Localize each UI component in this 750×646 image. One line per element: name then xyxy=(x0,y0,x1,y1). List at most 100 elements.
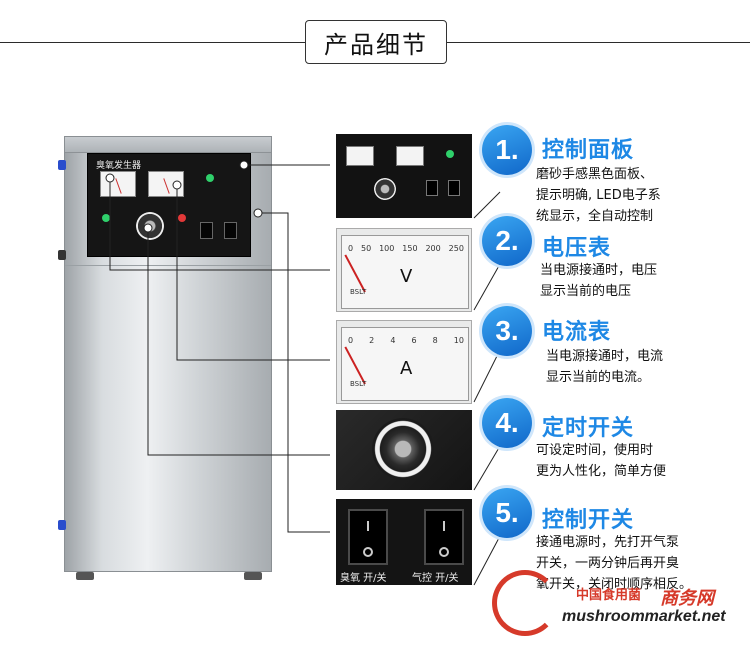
air-switch-label: 气控 开/关 xyxy=(412,573,459,584)
feature-desc-control-panel: 磨砂手感黑色面板、 提示明确, LED电子系 统显示，全自动控制 xyxy=(536,164,661,227)
machine-door-seam xyxy=(65,265,271,266)
detail-timer-image xyxy=(336,410,472,490)
ammeter-tick: 6 xyxy=(411,336,417,345)
feature-desc-line: 开关，一两分钟后再开臭 xyxy=(536,556,680,571)
voltmeter-unit: V xyxy=(400,266,413,287)
header-rule-left xyxy=(0,42,305,43)
machine-control-panel: 臭氧发生器 xyxy=(87,153,251,257)
ammeter-tick: 8 xyxy=(432,336,438,345)
feature-desc-line: 显示当前的电流。 xyxy=(546,370,651,385)
machine-ammeter xyxy=(148,171,184,197)
feature-title-switch: 控制开关 xyxy=(542,508,635,533)
feature-desc-line: 接通电源时，先打开气泵 xyxy=(536,535,680,550)
machine-foot-right xyxy=(244,572,262,580)
ammeter-brand: BSLT xyxy=(350,380,367,388)
feature-desc-line: 氧开关，关闭时顺序相反。 xyxy=(536,577,693,592)
machine-title: 臭氧发生器 xyxy=(96,161,142,171)
ammeter-tick: 10 xyxy=(453,336,464,345)
dot-panel xyxy=(239,160,249,170)
ammeter-needle xyxy=(344,346,366,385)
feature-number-3: 3. xyxy=(482,306,532,356)
feature-desc-ammeter: 当电源接通时，电流 显示当前的电流。 xyxy=(546,346,663,388)
header-rule-right xyxy=(447,42,750,43)
indicator-light-red xyxy=(178,214,186,222)
feature-number-4: 4. xyxy=(482,398,532,448)
dot-voltmeter xyxy=(105,173,115,183)
machine-top xyxy=(65,137,271,153)
feature-desc-line: 显示当前的电压 xyxy=(540,284,632,299)
ammeter-unit: A xyxy=(400,358,413,379)
feature-desc-line: 当电源接通时，电压 xyxy=(540,263,658,278)
switch-off-mark xyxy=(363,547,373,557)
panel-meter-left xyxy=(346,146,374,166)
panel-switch-left xyxy=(426,180,438,196)
ammeter-scale: 0 2 4 6 8 10 xyxy=(348,336,464,345)
side-port-2 xyxy=(58,250,66,260)
voltmeter-tick: 50 xyxy=(361,244,372,253)
ozone-switch xyxy=(348,509,388,565)
switch-on-mark xyxy=(367,521,369,531)
panel-switch-right xyxy=(448,180,460,196)
connector-num-2 xyxy=(473,263,501,311)
feature-desc-line: 统显示，全自动控制 xyxy=(536,209,654,224)
feature-number-1: 1. xyxy=(482,125,532,175)
connector-num-1 xyxy=(473,191,501,219)
connector-switch xyxy=(258,212,330,533)
connector-ammeter xyxy=(176,185,330,361)
connector-voltmeter xyxy=(109,178,330,271)
feature-number-5: 5. xyxy=(482,488,532,538)
air-control-switch xyxy=(424,509,464,565)
panel-light xyxy=(446,150,454,158)
dot-ammeter xyxy=(172,180,182,190)
detail-switch-image: 臭氧 开/关 气控 开/关 xyxy=(336,499,472,585)
voltmeter-tick: 250 xyxy=(448,244,464,253)
ozone-switch-label: 臭氧 开/关 xyxy=(340,573,387,584)
feature-desc-switch: 接通电源时，先打开气泵 开关，一两分钟后再开臭 氧开关，关闭时顺序相反。 xyxy=(536,532,692,595)
machine-voltmeter xyxy=(100,171,136,197)
voltmeter-tick: 100 xyxy=(379,244,395,253)
watermark-cn-text: 中国食用菌 xyxy=(576,588,642,603)
dot-switch xyxy=(253,208,263,218)
panel-meter-right xyxy=(396,146,424,166)
detail-voltmeter-image: 0 50 100 150 200 250 V BSLT xyxy=(336,228,472,312)
ammeter-gauge: 0 2 4 6 8 10 A BSLT xyxy=(341,327,469,401)
feature-number-2: 2. xyxy=(482,216,532,266)
watermark-logo-icon xyxy=(492,570,558,636)
watermark-url: mushroommarket.net xyxy=(562,608,726,625)
panel-knob xyxy=(374,178,396,200)
dot-timer xyxy=(143,223,153,233)
ammeter-tick: 0 xyxy=(348,336,354,345)
side-port-1 xyxy=(58,160,66,170)
timer-dial xyxy=(372,418,434,480)
connector-num-3 xyxy=(473,349,501,403)
voltmeter-gauge: 0 50 100 150 200 250 V BSLT xyxy=(341,235,469,309)
feature-desc-timer: 可设定时间，使用时 更为人性化，简单方便 xyxy=(536,440,666,482)
machine-switch-left xyxy=(200,222,213,239)
machine-switch-right xyxy=(224,222,237,239)
feature-title-voltmeter: 电压表 xyxy=(542,236,612,261)
voltmeter-scale: 0 50 100 150 200 250 xyxy=(348,244,464,253)
detail-ammeter-image: 0 2 4 6 8 10 A BSLT xyxy=(336,320,472,404)
indicator-light-green xyxy=(206,174,214,182)
voltmeter-brand: BSLT xyxy=(350,288,367,296)
ammeter-tick: 2 xyxy=(369,336,375,345)
voltmeter-tick: 0 xyxy=(348,244,354,253)
machine-foot-left xyxy=(76,572,94,580)
feature-desc-line: 当电源接通时，电流 xyxy=(546,349,664,364)
ammeter-tick: 4 xyxy=(390,336,396,345)
voltmeter-tick: 200 xyxy=(425,244,441,253)
connector-timer xyxy=(147,228,330,456)
feature-desc-line: 更为人性化，简单方便 xyxy=(536,464,667,479)
watermark-brand-text: 商务网 xyxy=(660,588,714,609)
feature-desc-line: 提示明确, LED电子系 xyxy=(536,188,661,203)
feature-title-timer: 定时开关 xyxy=(542,416,635,441)
switch-on-mark xyxy=(443,521,445,531)
feature-desc-line: 可设定时间，使用时 xyxy=(536,443,654,458)
indicator-light-green-left xyxy=(102,214,110,222)
side-port-3 xyxy=(58,520,66,530)
feature-title-control-panel: 控制面板 xyxy=(542,138,635,163)
page-title: 产品细节 xyxy=(305,20,447,64)
voltmeter-tick: 150 xyxy=(402,244,418,253)
feature-title-ammeter: 电流表 xyxy=(542,320,612,345)
